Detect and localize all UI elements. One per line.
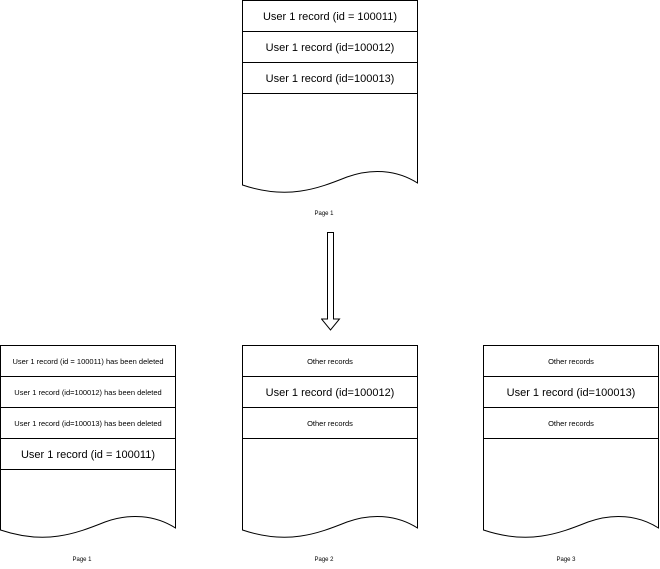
bottom-page-1-row-1: User 1 record (id = 100011) has been del… <box>12 357 164 366</box>
down-arrow-icon <box>321 232 341 331</box>
bottom-page-1-row-3: User 1 record (id=100013) has been delet… <box>14 419 162 428</box>
top-page-row-1: User 1 record (id = 100011) <box>262 10 397 23</box>
top-page-caption: Page 1 <box>314 211 334 217</box>
bottom-page-2-row-1: Other records <box>307 357 353 366</box>
bottom-page-3-outline <box>483 345 659 538</box>
bottom-page-3-row-3: Other records <box>548 419 594 428</box>
bottom-page-3-caption: Page 3 <box>556 557 576 563</box>
bottom-page-2-caption: Page 2 <box>314 557 334 563</box>
bottom-page-1-row-2: User 1 record (id=100012) has been delet… <box>14 388 162 397</box>
top-page-outline <box>242 0 418 193</box>
top-page-row-3: User 1 record (id=100013) <box>265 72 395 85</box>
bottom-page-2-row-2: User 1 record (id=100012) <box>265 386 395 399</box>
bottom-page-2: Other records User 1 record (id=100012) … <box>242 345 418 541</box>
bottom-page-3-row-2: User 1 record (id=100013) <box>506 386 636 399</box>
bottom-page-1-caption: Page 1 <box>72 557 92 563</box>
bottom-page-1-row-4: User 1 record (id = 100011) <box>20 448 155 461</box>
bottom-page-2-outline <box>242 345 418 538</box>
bottom-page-3-row-1: Other records <box>548 357 594 366</box>
bottom-page-1-outline <box>0 345 176 538</box>
top-page: User 1 record (id = 100011) User 1 recor… <box>242 0 418 196</box>
bottom-page-2-row-3: Other records <box>307 419 353 428</box>
top-page-row-2: User 1 record (id=100012) <box>265 41 395 54</box>
bottom-page-3: Other records User 1 record (id=100013) … <box>483 345 659 541</box>
bottom-page-1: User 1 record (id = 100011) has been del… <box>0 345 176 541</box>
